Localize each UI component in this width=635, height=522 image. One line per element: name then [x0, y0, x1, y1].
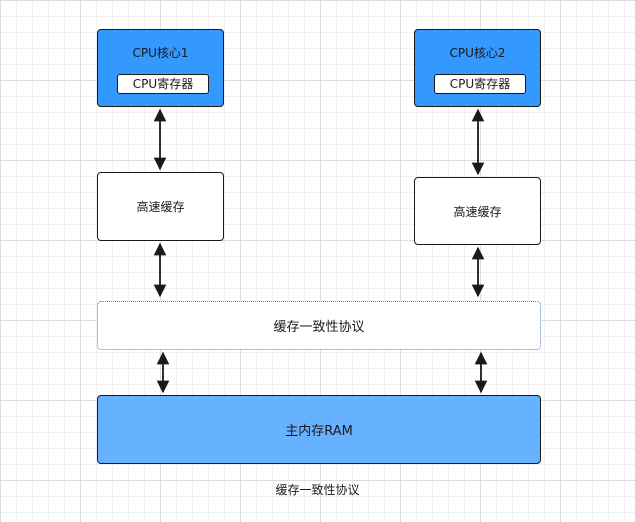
cpu-core-1-register: CPU寄存器	[117, 74, 209, 94]
cache-2: 高速缓存	[414, 177, 541, 245]
ram-label: 主内存RAM	[285, 424, 353, 439]
cpu-core-2: CPU核心2 CPU寄存器	[414, 29, 541, 107]
protocol-label: 缓存一致性协议	[273, 320, 365, 335]
cache-2-label: 高速缓存	[453, 204, 502, 219]
cache-1-label: 高速缓存	[136, 200, 185, 214]
cache-1: 高速缓存	[97, 172, 224, 241]
cpu-core-1-title: CPU核心1	[132, 46, 189, 60]
cache-coherence-protocol-box: 缓存一致性协议	[97, 301, 541, 350]
diagram-caption: 缓存一致性协议	[275, 483, 360, 497]
cpu-core-1: CPU核心1 CPU寄存器	[97, 29, 224, 107]
cpu-core-2-title: CPU核心2	[449, 46, 506, 60]
cpu-core-2-register: CPU寄存器	[434, 74, 526, 94]
main-memory-ram: 主内存RAM	[97, 395, 541, 464]
